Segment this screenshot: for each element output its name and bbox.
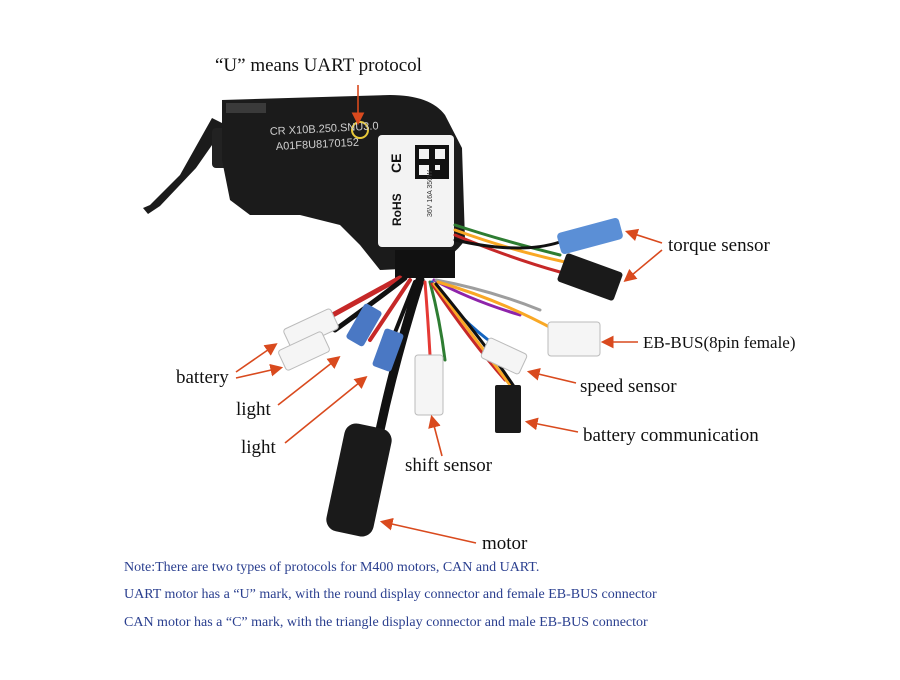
label-battery-communication: battery communication — [583, 425, 759, 446]
controller-housing: CR X10B.250.SNU3.0 A01F8U8170152 CE RoHS… — [222, 95, 465, 278]
rohs-mark: RoHS — [390, 193, 404, 226]
light-connector-2 — [372, 328, 404, 372]
label-light-2: light — [241, 437, 276, 458]
note-line-2: UART motor has a “U” mark, with the roun… — [124, 587, 657, 602]
torque-blue-connector — [557, 217, 623, 255]
battery-connector-2 — [278, 331, 330, 371]
arrow-battery-1 — [235, 343, 278, 373]
callout-arrows — [235, 85, 663, 544]
arrow-speed — [526, 368, 577, 384]
label-ebbus: EB-BUS(8pin female) — [643, 333, 796, 352]
speed-connector — [480, 337, 528, 375]
arrow-light-1 — [277, 356, 341, 406]
note-line-3: CAN motor has a “C” mark, with the trian… — [124, 615, 648, 630]
arrow-shift — [428, 414, 443, 457]
serial-line: A01F8U8170152 — [276, 137, 360, 153]
arrow-battery-2 — [235, 363, 284, 379]
note-line-1: Note:There are two types of protocols fo… — [124, 560, 540, 575]
arrow-battcomm — [524, 417, 579, 433]
label-battery: battery — [176, 367, 229, 388]
battcomm-connector — [495, 385, 521, 433]
light-connector-1 — [346, 303, 382, 347]
label-shift-sensor: shift sensor — [405, 455, 493, 476]
shift-connector — [414, 354, 444, 416]
label-torque-sensor: torque sensor — [668, 235, 770, 256]
arrow-light-2 — [284, 375, 368, 444]
cable-boot — [395, 250, 455, 278]
ebbus-connector — [547, 321, 601, 357]
arrow-torque-1 — [624, 228, 663, 244]
label-light-1: light — [236, 399, 271, 420]
connectors — [278, 217, 623, 537]
uart-title: “U” means UART protocol — [215, 55, 422, 76]
spec-text: 36V 16A 350W — [427, 170, 434, 217]
arrow-motor — [379, 517, 477, 544]
arrow-torque-2 — [623, 249, 663, 283]
label-motor: motor — [482, 533, 528, 554]
motor-connector — [326, 423, 392, 537]
label-speed-sensor: speed sensor — [580, 376, 677, 397]
model-line: CR X10B.250.SNU3.0 — [270, 120, 379, 138]
ce-mark: CE — [388, 154, 404, 173]
torque-black-connector — [557, 253, 623, 301]
